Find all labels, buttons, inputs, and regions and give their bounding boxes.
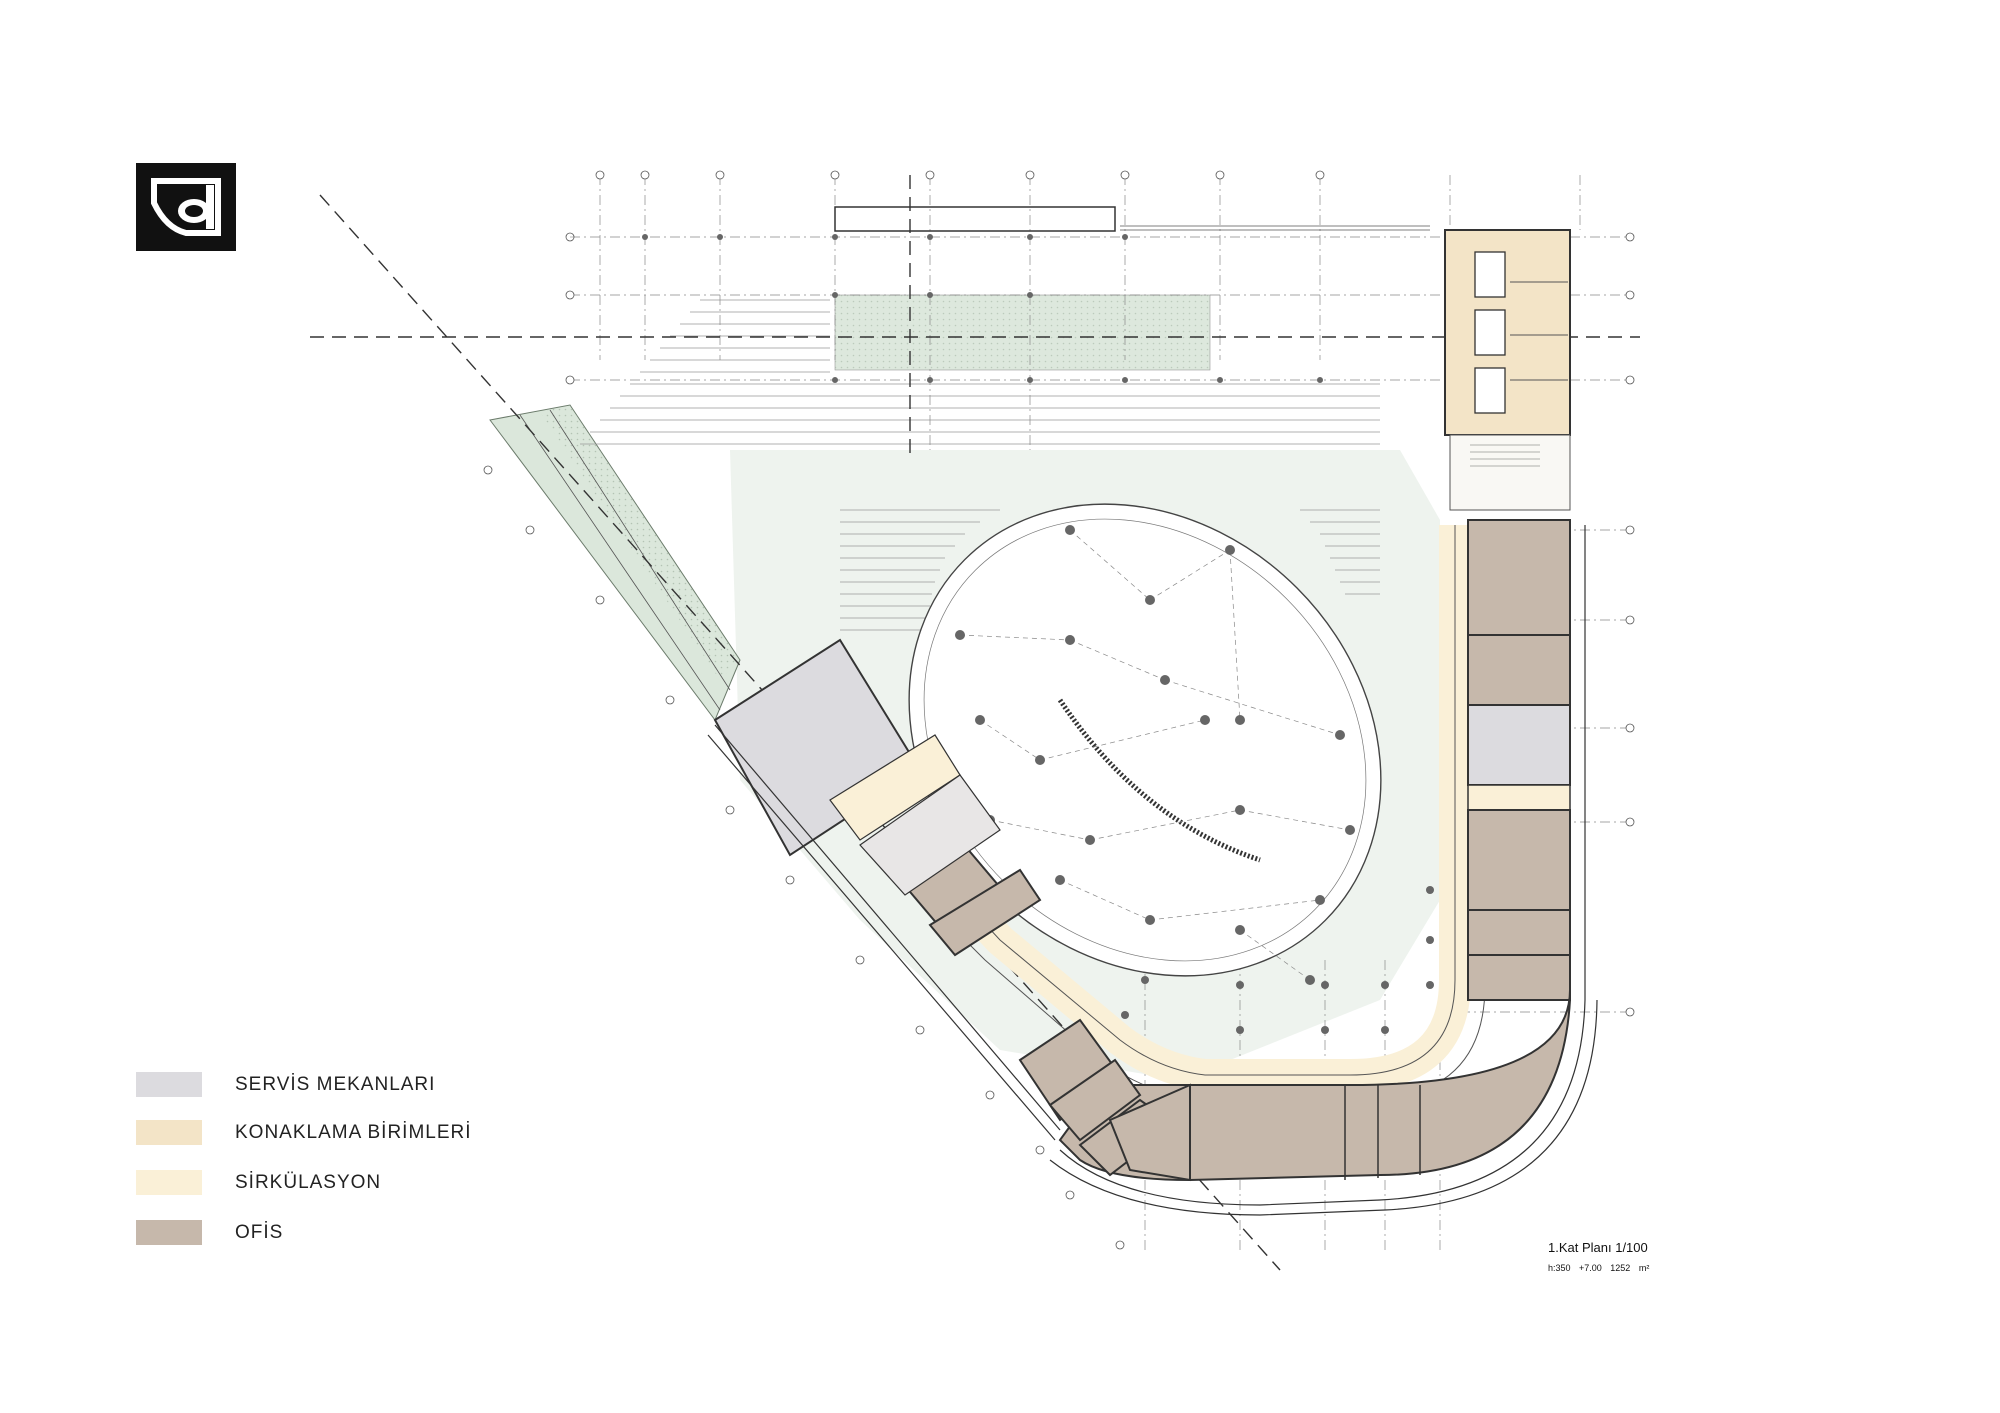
building-logo-icon [136,163,236,251]
legend-item-ofis: OFİS [136,1220,736,1250]
legend-label-konaklama: KONAKLAMA BİRİMLERİ [235,1122,472,1143]
diagonal-wing [713,638,1191,1182]
legend-swatch-ofis [136,1220,202,1245]
legend-item-sirkulasyon: SİRKÜLASYON [136,1170,736,1200]
column-dots [642,234,1323,383]
right-wing [1444,229,1571,1001]
legend-label-sirkulasyon: SİRKÜLASYON [235,1172,382,1193]
landscape-strip [489,404,741,721]
grid-markers [483,170,1635,1250]
plan-title: 1.Kat Planı 1/100 [1548,1240,1648,1255]
legend-swatch-konaklama [136,1120,202,1145]
legend-label-ofis: OFİS [235,1222,284,1243]
legend-swatch-sirkulasyon [136,1170,202,1195]
canopy [834,206,1116,232]
terrace-steps [580,299,1380,631]
legend-item-konaklama: KONAKLAMA BİRİMLERİ [136,1120,736,1150]
plan-meta: h:350 +7.00 1252 m² [1548,1263,1650,1273]
legend-item-servis: SERVİS MEKANLARI [136,1072,736,1102]
outer-facade [707,525,1598,1216]
atrium-columns [955,525,1434,1034]
atrium-oval [908,503,1382,977]
legend-swatch-servis [136,1072,202,1097]
legend-label-servis: SERVİS MEKANLARI [235,1074,436,1095]
